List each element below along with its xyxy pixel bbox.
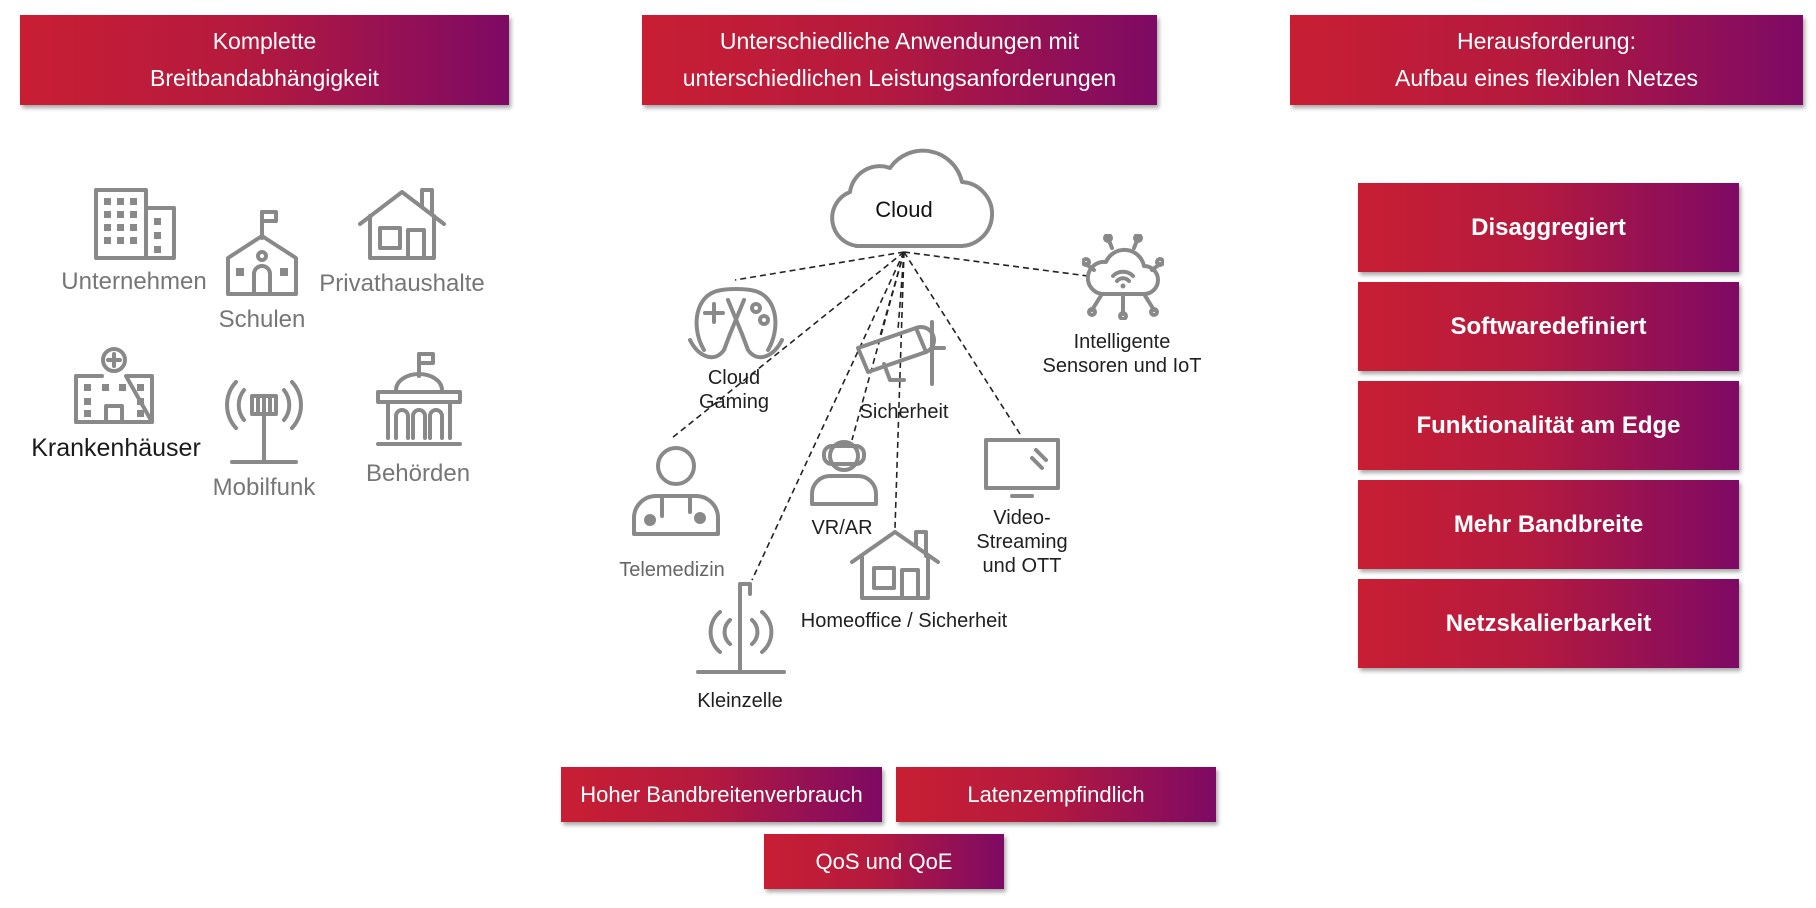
security-camera-icon	[854, 318, 954, 388]
government-building-icon	[374, 350, 464, 448]
hospital-icon	[72, 346, 156, 426]
label-mobile: Mobilfunk	[212, 474, 316, 501]
label-security: Sicherheit	[859, 401, 949, 423]
label-gaming: Cloud Gaming	[698, 367, 770, 413]
header-applications: Unterschiedliche Anwendungen mit untersc…	[642, 15, 1157, 105]
label-iot: Intelligente Sensoren und IoT	[1042, 331, 1202, 377]
label-households: Privathaushalte	[319, 270, 485, 297]
tv-icon	[982, 436, 1062, 500]
label-vrar: VR/AR	[811, 517, 873, 539]
feature-more-bandwidth: Mehr Bandbreite	[1358, 480, 1739, 569]
label-telemedicine: Telemedizin	[619, 559, 725, 581]
iot-sensor-icon	[1082, 234, 1164, 320]
label-schools: Schulen	[218, 306, 306, 333]
label-enterprise: Unternehmen	[61, 268, 207, 295]
cloud-icon	[818, 140, 994, 252]
label-streaming: Video- Streaming und OTT	[976, 507, 1068, 577]
header-broadband-dependency: Komplette Breitbandabhängigkeit	[20, 15, 509, 105]
feature-network-scalability: Netzskalierbarkeit	[1358, 579, 1739, 668]
antenna-icon	[224, 372, 304, 466]
school-icon	[222, 208, 302, 298]
header-challenge: Herausforderung: Aufbau eines flexiblen …	[1290, 15, 1803, 105]
tag-high-bandwidth: Hoher Bandbreitenverbrauch	[561, 767, 882, 822]
tag-latency-sensitive: Latenzempfindlich	[896, 767, 1216, 822]
label-authorities: Behörden	[365, 460, 471, 487]
office-building-icon	[92, 186, 178, 262]
small-cell-icon	[694, 580, 790, 676]
label-hospitals: Krankenhäuser	[31, 434, 201, 462]
doctor-icon	[630, 440, 724, 538]
label-cloud: Cloud	[875, 197, 933, 222]
tag-qos-qoe: QoS und QoE	[764, 834, 1004, 889]
home-icon	[848, 526, 942, 602]
label-smallcell: Kleinzelle	[697, 690, 783, 712]
feature-edge-functionality: Funktionalität am Edge	[1358, 381, 1739, 470]
game-controller-icon	[684, 280, 788, 366]
feature-software-defined: Softwaredefiniert	[1358, 282, 1739, 371]
house-icon	[356, 186, 448, 262]
feature-disaggregated: Disaggregiert	[1358, 183, 1739, 272]
vr-headset-icon	[806, 436, 882, 508]
label-homeoffice: Homeoffice / Sicherheit	[800, 610, 1008, 632]
